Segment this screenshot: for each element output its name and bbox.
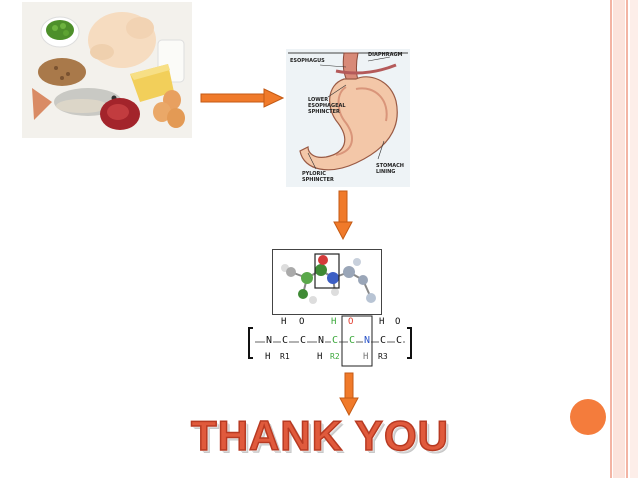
label-lower-esophageal-sphincter: LOWER ESOPHAGEAL SPHINCTER	[308, 97, 346, 115]
atom-c3: C	[331, 335, 340, 346]
atom-c5: C	[379, 335, 388, 346]
atom-o-top1: O	[299, 317, 305, 327]
atom-n1: N	[265, 335, 274, 346]
atom-c1: C	[281, 335, 290, 346]
arrow-right-icon	[200, 88, 284, 108]
les-line3: SPHINCTER	[308, 109, 340, 115]
atom-r3: R3	[378, 352, 388, 361]
border-stripe	[626, 0, 628, 478]
les-line2: ESOPHAGEAL	[308, 103, 346, 109]
border-stripe	[613, 0, 625, 478]
atom-h-bot3: H	[363, 352, 369, 362]
atom-n3: N	[363, 335, 372, 346]
border-stripe	[610, 0, 612, 478]
atom-r1: R1	[280, 352, 290, 361]
label-diaphragm: DIAPHRAGM	[368, 52, 403, 58]
lining-line2: LINING	[376, 169, 396, 175]
atom-o-top2: O	[348, 317, 354, 327]
atom-c4: C	[348, 335, 357, 346]
atom-h-top2: H	[331, 317, 337, 327]
les-line1: LOWER	[308, 97, 329, 103]
border-stripe	[630, 0, 638, 478]
atom-h-bot1: H	[265, 352, 271, 362]
arrow-down-icon	[333, 190, 353, 240]
label-stomach-lining: STOMACH LINING	[376, 163, 404, 175]
peptide-bond-formula: N C C N C C N C C H O H O H O H R1 H R2 …	[245, 312, 415, 374]
lining-line1: STOMACH	[376, 163, 404, 169]
atom-c2: C	[299, 335, 308, 346]
atom-c6: C	[395, 335, 404, 346]
arrow-down-icon	[339, 372, 359, 416]
pyloric-line2: SPHINCTER	[302, 177, 334, 183]
pyloric-line1: PYLORIC	[302, 171, 326, 177]
atom-n2: N	[317, 335, 326, 346]
atom-o-top3: O	[395, 317, 401, 327]
decorative-orange-circle	[570, 399, 606, 435]
atom-r2: R2	[330, 352, 340, 361]
label-pyloric-sphincter: PYLORIC SPHINCTER	[302, 171, 334, 183]
atom-h-bot2: H	[317, 352, 323, 362]
thank-you-heading: THANK YOU	[190, 411, 449, 460]
protein-molecule-model	[272, 249, 382, 315]
stomach-diagram: ESOPHAGUS DIAPHRAGM LOWER ESOPHAGEAL SPH…	[286, 49, 410, 187]
atom-h-top3: H	[379, 317, 385, 327]
protein-foods-image	[22, 2, 192, 138]
label-esophagus: ESOPHAGUS	[290, 58, 325, 64]
atom-h-top1: H	[281, 317, 287, 327]
